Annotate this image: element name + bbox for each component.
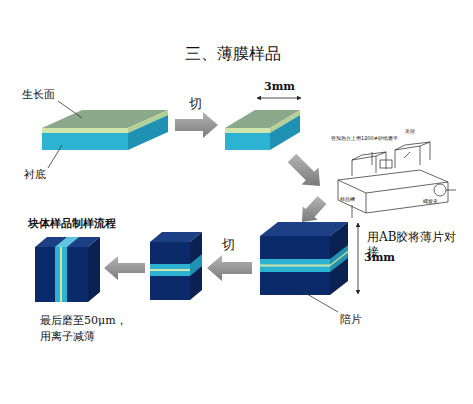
leader-line	[58, 101, 82, 118]
jig-note: 螺旋夹	[423, 198, 438, 204]
process-arrow	[288, 154, 320, 186]
process-arrow	[175, 112, 218, 138]
process-arrow	[207, 255, 252, 281]
section-heading: 块体样品制样流程	[28, 217, 116, 231]
film-wafer	[42, 110, 168, 150]
leader-line	[300, 290, 338, 312]
process-arrow	[302, 196, 326, 222]
dimension-label: 3mm	[264, 80, 295, 94]
step-note: 最后磨至50μm，	[40, 314, 127, 328]
leader-line	[48, 145, 62, 168]
step-note: 用离子减薄	[40, 330, 95, 344]
part-label: 陪片	[340, 313, 362, 327]
title-rule	[30, 73, 445, 75]
dimension-line	[358, 223, 359, 294]
cut-slice	[150, 232, 202, 300]
title: 三、薄膜样品	[0, 44, 469, 64]
dimension-label: 3mm	[364, 251, 395, 265]
dimension-line	[257, 98, 301, 99]
polishing-jig	[338, 142, 456, 218]
process-arrow	[104, 256, 145, 280]
cut-piece	[225, 110, 300, 150]
part-label: 生长面	[22, 88, 55, 102]
part-label: 衬底	[24, 168, 46, 182]
jig-note: 样品槽	[340, 196, 355, 202]
step-label: 切	[222, 237, 235, 253]
final-sample	[35, 237, 100, 302]
jig-note: 在加热台上用1200#砂纸磨平	[331, 135, 398, 141]
jig-note: 夹钳	[405, 128, 415, 134]
bonded-stack	[260, 222, 348, 295]
step-label: 切	[189, 96, 202, 112]
